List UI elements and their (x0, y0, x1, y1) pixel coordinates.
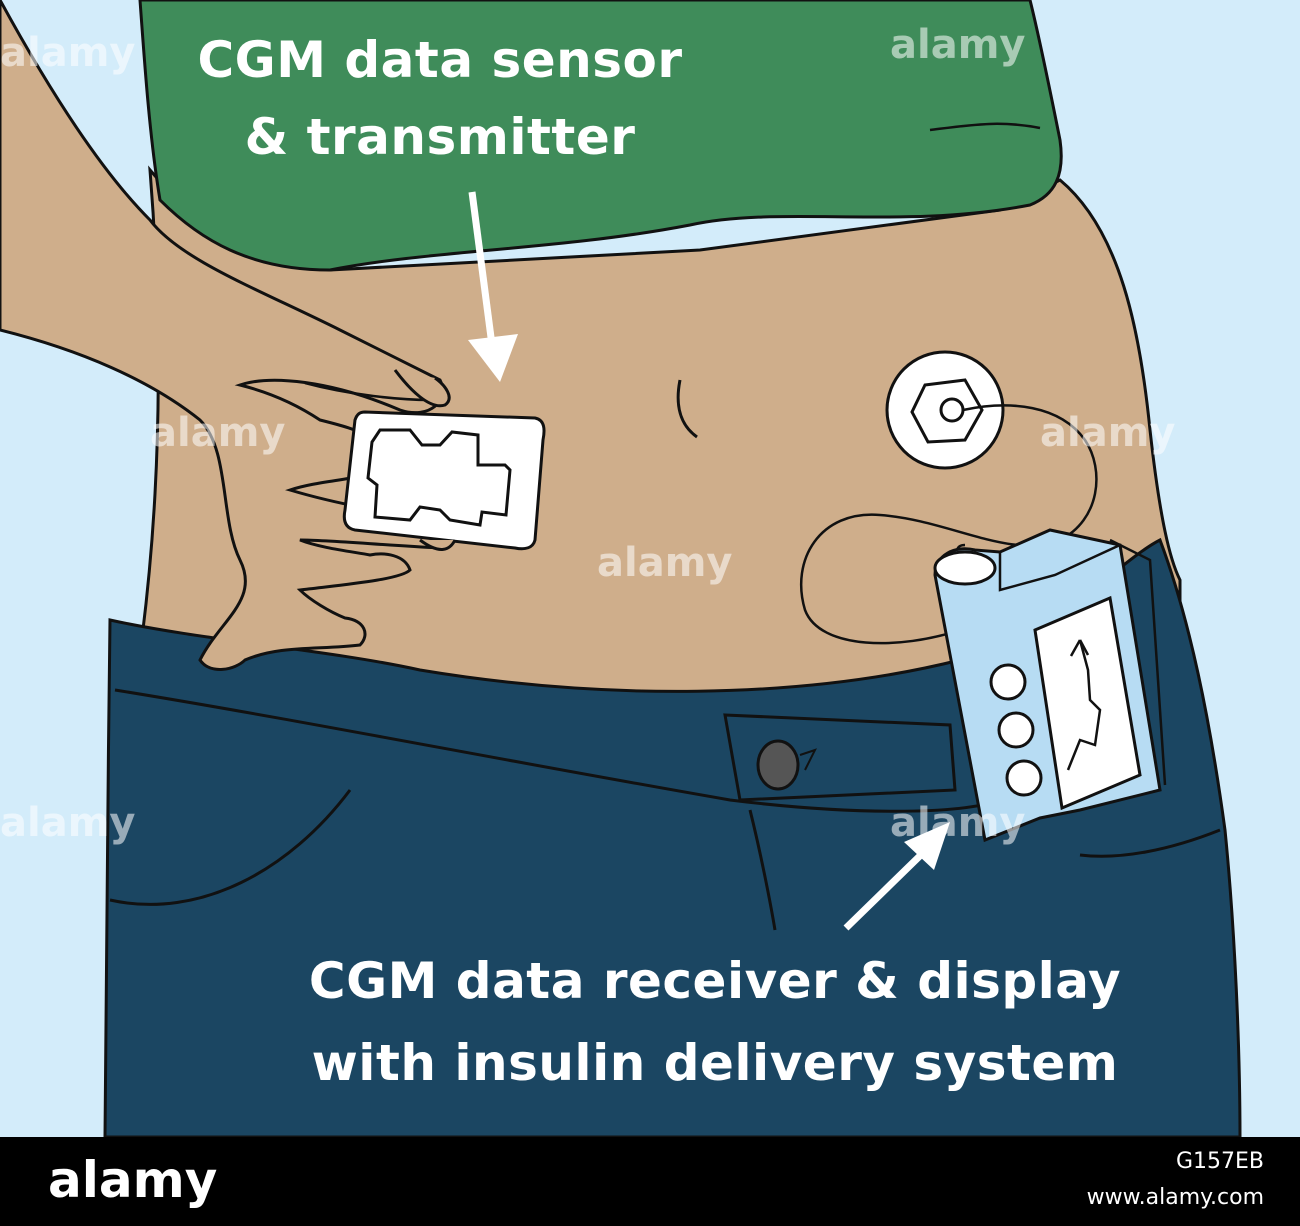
arrow-to-sensor (468, 191, 518, 382)
jeans-fly (748, 809, 777, 931)
image-id: G157EB (1175, 1149, 1264, 1174)
shirt (138, 0, 1063, 272)
sensor-label-line2: & transmitter (244, 108, 636, 166)
illustration (0, 0, 1300, 1137)
footer-url: www.alamy.com (1086, 1185, 1264, 1210)
trend-arrow-head (1069, 639, 1090, 657)
cgm-sensor (342, 410, 546, 551)
thumb (393, 369, 451, 408)
watermark: alamy (890, 800, 1026, 846)
pump-device (933, 528, 1167, 843)
insulin-tubing (800, 404, 1098, 645)
navel (676, 379, 698, 439)
glucose-trend-line (1066, 639, 1102, 771)
shirt-fold (929, 122, 1041, 132)
infusion-port (939, 397, 965, 423)
sensor-label-line1: CGM data sensor (197, 31, 683, 89)
watermark: alamy (890, 22, 1026, 68)
jeans-button (756, 739, 800, 791)
stock-footer: alamy G157EB www.alamy.com (0, 1137, 1300, 1226)
pump-top-edge (998, 543, 1121, 592)
fingertip (419, 538, 457, 551)
pump-button-bottom (1005, 759, 1043, 797)
waistband-line (114, 688, 1001, 813)
watermark: alamy (597, 540, 733, 586)
footer-logo: alamy (48, 1151, 218, 1209)
pump-cap (933, 550, 997, 586)
watermark: alamy (0, 800, 136, 846)
right-pocket (1079, 828, 1221, 858)
receiver-label-line1: CGM data receiver & display (308, 952, 1122, 1010)
watermark: alamy (1040, 410, 1176, 456)
pump-button-top (989, 663, 1027, 701)
sensor-transmitter (366, 428, 512, 527)
watermark: alamy (150, 410, 286, 456)
arrow-to-receiver (843, 822, 950, 931)
pump-screen (1033, 595, 1142, 811)
pump-button-middle (997, 711, 1035, 749)
pump-side-edge (1109, 538, 1167, 786)
finger-line (304, 381, 431, 402)
left-pocket (109, 789, 352, 906)
receiver-label-line2: with insulin delivery system (311, 1034, 1119, 1092)
watermark: alamy (0, 30, 136, 76)
button-stitch (799, 748, 817, 771)
